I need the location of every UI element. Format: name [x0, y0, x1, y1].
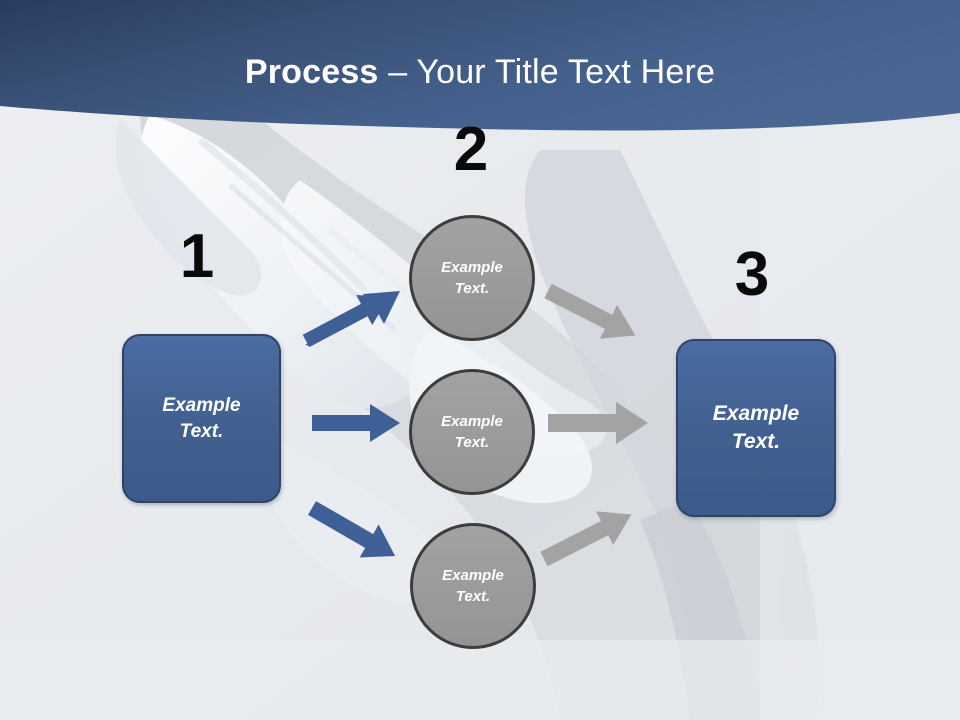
process-box-start-label-line1: Example	[162, 394, 241, 416]
page-title-rest: – Your Title Text Here	[378, 53, 716, 91]
process-circle-3-label-line1: Example	[442, 567, 504, 584]
step-number-3: 3	[734, 240, 770, 309]
process-circle-3[interactable]: Example Text.	[410, 523, 536, 649]
title-band: Process – Your Title Text Here	[0, 0, 960, 140]
process-circle-3-label: Example Text.	[442, 565, 504, 607]
process-circle-1-label-line1: Example	[441, 259, 503, 276]
process-box-start[interactable]: Example Text.	[122, 334, 281, 503]
step-number-1: 1	[179, 222, 215, 291]
process-box-end-label-line2: Text.	[731, 430, 781, 453]
process-box-start-label-line2: Text.	[179, 420, 224, 442]
process-circle-2-label: Example Text.	[441, 411, 503, 453]
page-title: Process – Your Title Text Here	[0, 50, 960, 94]
process-circle-1[interactable]: Example Text.	[409, 215, 535, 341]
step-number-2: 2	[453, 115, 489, 184]
process-circle-1-label: Example Text.	[441, 257, 503, 299]
process-circle-1-label-line2: Text.	[454, 280, 490, 297]
process-box-start-label: Example Text.	[162, 393, 240, 444]
process-box-end[interactable]: Example Text.	[676, 339, 836, 517]
process-box-end-label: Example Text.	[713, 400, 799, 457]
process-box-end-label-line1: Example	[712, 401, 800, 425]
page-title-bold: Process	[244, 53, 379, 91]
process-circle-2[interactable]: Example Text.	[409, 369, 535, 495]
process-circle-2-label-line1: Example	[441, 413, 503, 430]
process-circle-2-label-line2: Text.	[454, 434, 490, 451]
process-circle-3-label-line2: Text.	[455, 588, 491, 605]
